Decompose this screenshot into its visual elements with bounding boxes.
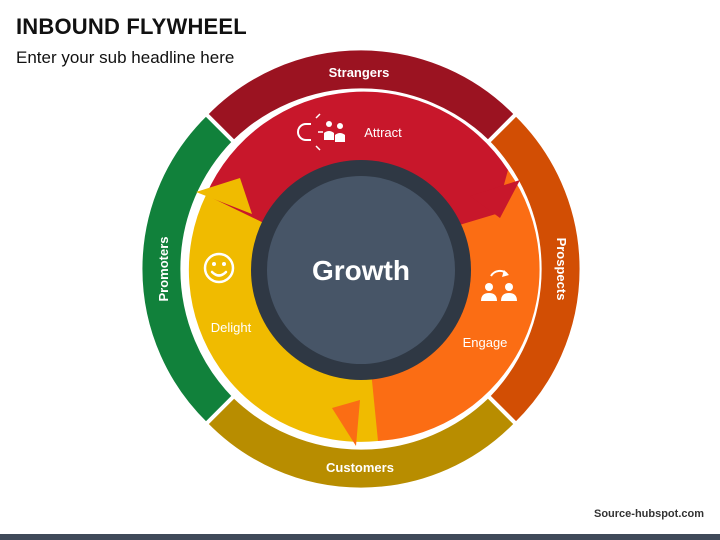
segment-label-delight: Delight xyxy=(211,320,252,335)
people-exchange-icon xyxy=(481,269,517,301)
bottom-bar xyxy=(0,534,720,540)
segment-label-attract: Attract xyxy=(364,125,402,140)
arrow-engage-tip xyxy=(332,400,360,446)
segment-label-engage: Engage xyxy=(463,335,508,350)
ring-label-strangers: Strangers xyxy=(329,65,390,80)
hub-label: Growth xyxy=(312,255,410,286)
ring-label-promoters: Promoters xyxy=(156,236,171,301)
ring-segment-strangers xyxy=(203,46,519,145)
hub-inner xyxy=(267,176,455,364)
ring-label-customers: Customers xyxy=(326,460,394,475)
outer-ring xyxy=(138,46,584,492)
source-credit: Source-hubspot.com xyxy=(593,508,704,520)
smiley-icon xyxy=(203,252,235,284)
magnet-people-icon xyxy=(297,113,345,151)
page-subtitle: Enter your sub headline here xyxy=(16,48,235,67)
ring-label-prospects: Prospects xyxy=(554,238,569,301)
page-title: INBOUND FLYWHEEL xyxy=(16,14,247,39)
arrow-delight-tip xyxy=(196,178,252,214)
arrow-attract-tip xyxy=(470,180,520,218)
